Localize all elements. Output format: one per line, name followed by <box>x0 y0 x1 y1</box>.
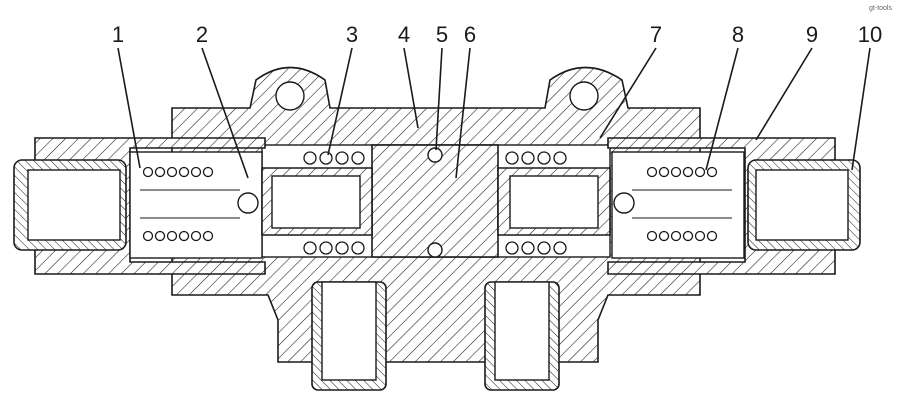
ball-left <box>237 192 259 214</box>
left-mount-hole <box>275 81 305 111</box>
callout-8: 8 <box>732 22 744 47</box>
spring-left <box>142 166 214 242</box>
ball-upper <box>427 147 443 163</box>
callout-3: 3 <box>346 22 358 47</box>
leader-lines <box>117 47 871 179</box>
corner-mark: gt-tools <box>869 5 892 12</box>
spool <box>261 144 611 258</box>
ball-lower <box>427 242 443 258</box>
right-mount-hole <box>569 81 599 111</box>
right-end-cap <box>747 159 861 251</box>
callout-9: 9 <box>806 22 818 47</box>
callout-1: 1 <box>112 22 124 47</box>
left-port <box>311 281 387 391</box>
callout-5: 5 <box>436 22 448 47</box>
right-port <box>484 281 560 391</box>
callout-4: 4 <box>398 22 410 47</box>
callout-6: 6 <box>464 22 476 47</box>
left-end-cap <box>13 159 127 251</box>
ball-right <box>613 192 635 214</box>
callout-2: 2 <box>196 22 208 47</box>
spring-center-right <box>505 151 567 255</box>
callout-10: 10 <box>858 22 882 47</box>
spring-center-left <box>303 151 365 255</box>
spring-right <box>646 166 718 242</box>
callout-7: 7 <box>650 22 662 47</box>
